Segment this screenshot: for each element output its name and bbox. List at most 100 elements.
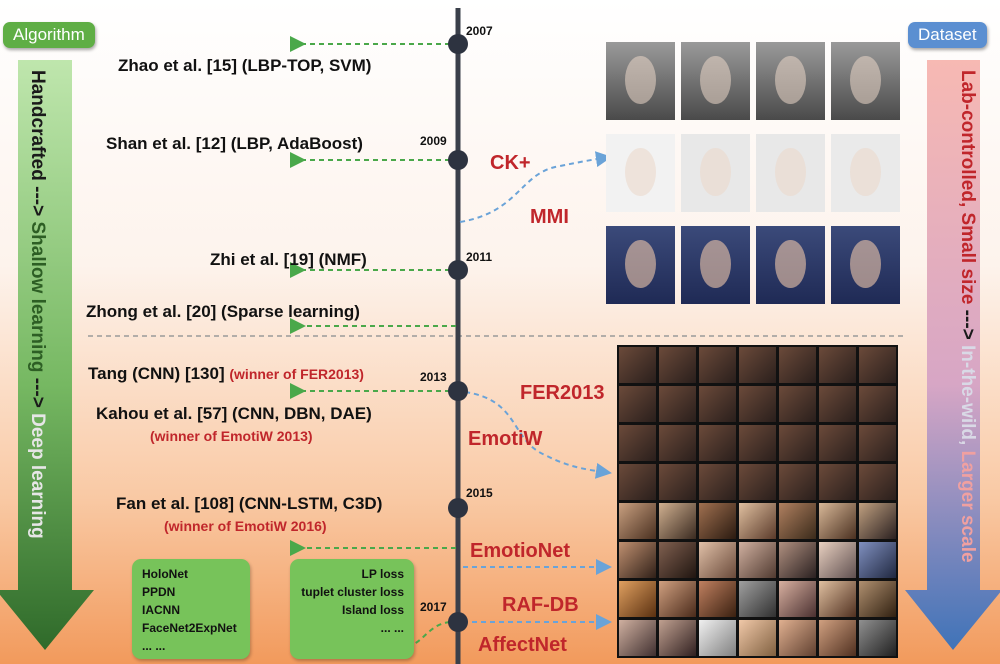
year-2017: 2017 — [420, 600, 447, 614]
wild-image — [779, 503, 816, 539]
lab-face-grid-ck — [606, 42, 900, 120]
wild-image — [819, 347, 856, 383]
wild-image — [619, 347, 656, 383]
left-arrow-text-2: ---> — [27, 372, 48, 414]
wild-image — [659, 542, 696, 578]
pub-kahou-note: (winner of EmotiW 2013) — [150, 428, 313, 444]
network-item: ... ... — [142, 639, 166, 653]
pub-fan: Fan et al. [108] (CNN-LSTM, C3D) — [116, 494, 383, 513]
wild-image — [739, 542, 776, 578]
lab-face-grid-color — [606, 226, 900, 304]
pub-zhi: Zhi et al. [19] (NMF) — [210, 250, 367, 269]
connector-fer — [464, 391, 612, 479]
pub-tang-note: (winner of FER2013) — [229, 366, 364, 382]
year-2011: 2011 — [466, 250, 493, 264]
wild-image — [739, 581, 776, 617]
wild-image — [819, 464, 856, 500]
losses-box: LP loss tuplet cluster loss Island loss … — [290, 559, 414, 659]
wild-image — [659, 620, 696, 656]
node-2011 — [448, 260, 468, 280]
wild-image — [619, 386, 656, 422]
face-image — [831, 134, 900, 212]
face-image — [606, 134, 675, 212]
face-image — [606, 226, 675, 304]
shallow-text: Shallow learning — [27, 221, 48, 373]
face-image — [756, 134, 825, 212]
network-item: FaceNet2ExpNet — [142, 621, 237, 635]
node-2017 — [448, 612, 468, 632]
face-image — [831, 226, 900, 304]
right-axis-label: Lab-controlled, Small size ---> In-the-w… — [956, 70, 978, 563]
dataset-rafdb: RAF-DB — [502, 594, 579, 616]
wild-image — [859, 425, 896, 461]
wild-image — [619, 542, 656, 578]
wild-image — [779, 464, 816, 500]
wild-image — [819, 503, 856, 539]
network-item: HoloNet — [142, 567, 188, 581]
wild-image — [779, 620, 816, 656]
wild-image — [819, 425, 856, 461]
pub-zhao: Zhao et al. [15] (LBP-TOP, SVM) — [118, 56, 372, 75]
wild-image — [619, 464, 656, 500]
connector-lab — [459, 151, 612, 223]
wild-image-mosaic — [617, 345, 898, 658]
node-2007 — [448, 34, 468, 54]
wild-image — [699, 386, 736, 422]
node-2015 — [448, 498, 468, 518]
wild-image — [739, 620, 776, 656]
dataset-affectnet: AffectNet — [478, 634, 567, 656]
wild-image — [619, 620, 656, 656]
face-image — [606, 42, 675, 120]
face-image — [681, 42, 750, 120]
pub-fan-note: (winner of EmotiW 2016) — [164, 518, 327, 534]
pub-zhong: Zhong et al. [20] (Sparse learning) — [86, 302, 360, 321]
wild-image — [779, 386, 816, 422]
wild-image — [659, 347, 696, 383]
dataset-ckplus: CK+ — [490, 152, 531, 174]
face-image — [756, 226, 825, 304]
left-arrow-text-1: ---> — [27, 180, 48, 222]
wild-image — [819, 620, 856, 656]
arrow-2017 — [409, 621, 451, 647]
year-2013: 2013 — [420, 370, 447, 384]
wild-text: In-the-wild, — [957, 345, 978, 451]
face-image — [756, 42, 825, 120]
wild-image — [859, 581, 896, 617]
wild-image — [859, 347, 896, 383]
wild-image — [699, 581, 736, 617]
wild-image — [619, 581, 656, 617]
face-image — [681, 226, 750, 304]
wild-image — [659, 503, 696, 539]
pub-shan: Shan et al. [12] (LBP, AdaBoost) — [106, 134, 363, 153]
wild-image — [659, 386, 696, 422]
algorithm-tag: Algorithm — [3, 22, 95, 48]
wild-image — [619, 503, 656, 539]
wild-image — [779, 542, 816, 578]
dataset-fer2013: FER2013 — [520, 382, 605, 404]
year-2009: 2009 — [420, 134, 447, 148]
node-2009 — [448, 150, 468, 170]
wild-image — [819, 542, 856, 578]
network-item: PPDN — [142, 585, 176, 599]
wild-image — [699, 503, 736, 539]
year-2007: 2007 — [466, 24, 493, 38]
loss-item: ... ... — [380, 621, 404, 635]
loss-item: Island loss — [341, 603, 404, 617]
loss-item: LP loss — [361, 567, 404, 581]
right-progress-arrow — [905, 60, 1000, 650]
wild-image — [739, 347, 776, 383]
face-image — [831, 42, 900, 120]
handcrafted-text: Handcrafted — [27, 70, 48, 181]
wild-image — [779, 347, 816, 383]
face-image — [681, 134, 750, 212]
year-2015: 2015 — [466, 486, 493, 500]
pub-tang-text: Tang (CNN) [130] — [88, 364, 225, 383]
wild-image — [699, 425, 736, 461]
left-axis-label: Handcrafted ---> Shallow learning ---> D… — [26, 70, 48, 539]
wild-image — [699, 542, 736, 578]
pub-tang: Tang (CNN) [130] (winner of FER2013) — [88, 364, 364, 384]
dataset-emotiw: EmotiW — [468, 428, 543, 450]
wild-image — [779, 425, 816, 461]
wild-image — [659, 425, 696, 461]
